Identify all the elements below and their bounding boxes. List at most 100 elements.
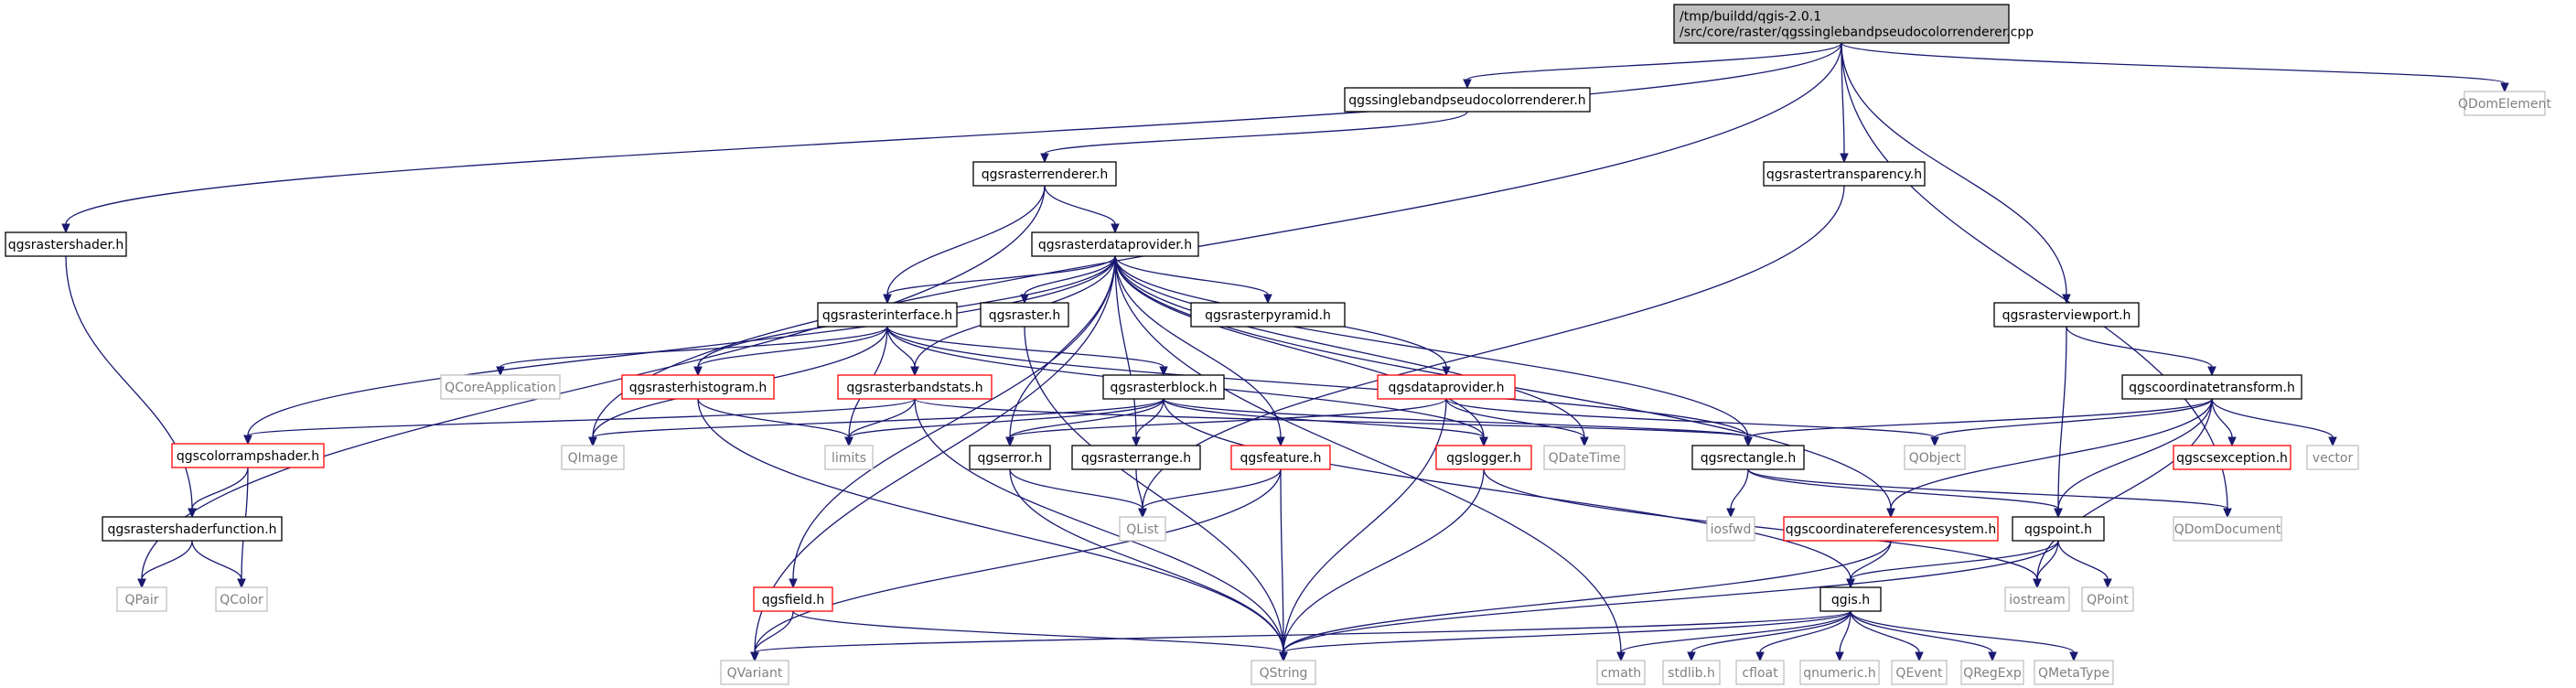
node-qobject: QObject	[1904, 445, 1966, 470]
edge-line	[1163, 398, 1852, 580]
node-label: limits	[832, 451, 866, 466]
edge-line	[1283, 540, 1892, 653]
edge-line	[1142, 468, 1282, 510]
edge-line	[2036, 398, 2213, 580]
edge-arrowhead	[1159, 366, 1168, 377]
edge-qgsrasterblock_h-to-qgsrasterrange_h	[1132, 398, 1165, 447]
edge-line	[1445, 398, 1585, 438]
edge-arrowhead	[844, 436, 853, 447]
node-qgserror-h[interactable]: qgserror.h	[969, 445, 1051, 470]
edge-line	[1466, 42, 1842, 81]
node-iostream: iostream	[2004, 586, 2070, 612]
node-qgslogger-h[interactable]: qgslogger.h	[1435, 445, 1532, 470]
node-box	[1691, 445, 1805, 470]
node-qgssinglebandpseudocolorrenderer-h[interactable]: qgssinglebandpseudocolorrenderer.h	[1344, 87, 1591, 113]
node-qgsfeature-h[interactable]: qgsfeature.h	[1230, 445, 1331, 470]
edge-arrowhead	[1138, 508, 1147, 519]
node-box	[1904, 445, 1966, 470]
node-label: QVariant	[727, 666, 783, 681]
node-qgsrasterrenderer-h[interactable]: qgsrasterrenderer.h	[972, 161, 1117, 187]
edge-qgsrasterhistogram_h-to-limits	[697, 398, 853, 447]
node-qgscoordinatetransform-h[interactable]: qgscoordinatetransform.h	[2121, 374, 2302, 400]
node-label: qgis.h	[1831, 593, 1870, 607]
node-qgspoint-h[interactable]: qgspoint.h	[2012, 516, 2105, 542]
edge-line	[1009, 398, 1165, 438]
edge-qgsrasterbandstats_h-to-qgscolorrampshader_h	[243, 398, 916, 446]
edge-arrowhead	[243, 435, 252, 446]
edge-line	[1114, 255, 1269, 296]
edge-qgspoint_h-to-qstring	[1279, 540, 2059, 662]
node-vector: vector	[2306, 445, 2359, 470]
node-qgsrasterhistogram-h[interactable]: qgsrasterhistogram.h	[621, 374, 775, 400]
node-qgsrasterpyramid-h[interactable]: qgsrasterpyramid.h	[1190, 302, 1346, 328]
edge-qgssinglebandpseudocolorrenderer_h-to-qgsrasterrenderer_h	[1040, 111, 1468, 164]
edge-arrowhead	[1005, 436, 1014, 447]
edge-line	[2211, 398, 2334, 438]
node-qgsrastertransparency-h[interactable]: qgsrastertransparency.h	[1763, 161, 1926, 187]
edge-arrowhead	[1840, 153, 1849, 164]
node-box	[837, 374, 993, 400]
edge-line	[1445, 398, 1936, 438]
edge-line	[1283, 540, 2059, 653]
edge-line	[1850, 610, 2075, 653]
edge-qgis_h-to-qregexp	[1850, 610, 1997, 662]
node-label: qgslogger.h	[1446, 451, 1521, 466]
node-box	[1993, 302, 2140, 328]
edge-line	[754, 610, 794, 653]
node-box	[2173, 445, 2292, 470]
node-qgsrasterdataprovider-h[interactable]: qgsrasterdataprovider.h	[1031, 231, 1199, 257]
edge-qgsrasterviewport_h-to-qgscoordinatetransform_h	[2066, 326, 2216, 377]
node-qgis-h[interactable]: qgis.h	[1819, 586, 1882, 612]
edge-arrowhead	[1616, 651, 1626, 662]
node-box	[2012, 516, 2105, 542]
node-qpair: QPair	[116, 586, 167, 612]
node-qgsfield-h[interactable]: qgsfield.h	[753, 586, 833, 612]
node-box	[2121, 374, 2302, 400]
node-qgsrastershaderfunction-h[interactable]: qgsrastershaderfunction.h	[102, 516, 283, 542]
edge-line	[247, 398, 916, 436]
node-box	[2306, 445, 2359, 470]
node-qgscoordinatereferencesystem-h[interactable]: qgscoordinatereferencesystem.h	[1783, 516, 1999, 542]
edge-arrowhead	[1479, 436, 1488, 447]
node-box	[1377, 374, 1516, 400]
edges-layer	[61, 42, 2509, 662]
edge-qgsrasterrenderer_h-to-qgsrasterinterface_h	[883, 185, 1046, 305]
node-label: /src/core/raster/qgssinglebandpseudocolo…	[1680, 26, 2034, 40]
node-box	[215, 586, 268, 612]
node-label: QDomDocument	[2174, 522, 2281, 537]
node-qgsrasterblock-h[interactable]: qgsrasterblock.h	[1102, 374, 1225, 400]
node-qgsrasterinterface-h[interactable]: qgsrasterinterface.h	[817, 302, 958, 328]
edge-qgsrasterdataprovider_h-to-qgsfield_h	[789, 255, 1116, 589]
node-qevent: QEvent	[1891, 660, 1948, 685]
edge-line	[191, 467, 249, 510]
edge-qgsrasterinterface_h-to-qgsrasterblock_h	[886, 326, 1168, 377]
edge-line	[848, 398, 916, 438]
node-label: qgsrastershaderfunction.h	[107, 522, 276, 537]
edge-qgis_h-to-stdlib_h	[1687, 610, 1852, 662]
node-root[interactable]: /tmp/buildd/qgis-2.0.1/src/core/raster/q…	[1673, 4, 2034, 44]
node-qpoint: QPoint	[2081, 586, 2134, 612]
node-qgsrasterviewport-h[interactable]: qgsrasterviewport.h	[1993, 302, 2140, 328]
edge-line	[65, 255, 193, 510]
node-box	[2081, 586, 2134, 612]
edge-arrowhead	[750, 651, 759, 662]
edge-qgsrasterbandstats_h-to-qstring	[914, 398, 1288, 662]
node-qgscolorrampshader-h[interactable]: qgscolorrampshader.h	[171, 443, 325, 468]
edge-qgsdataprovider_h-to-qdatetime	[1445, 398, 1589, 447]
edge-qgsrasterinterface_h-to-qgsrasterbandstats_h	[886, 326, 919, 377]
node-qgsrectangle-h[interactable]: qgsrectangle.h	[1691, 445, 1805, 470]
node-label: qgserror.h	[978, 451, 1043, 466]
node-box	[621, 374, 775, 400]
node-qgsrasterbandstats-h[interactable]: qgsrasterbandstats.h	[837, 374, 993, 400]
node-qgscsexception-h[interactable]: qgscsexception.h	[2173, 445, 2292, 470]
edge-qgsrasterinterface_h-to-qgsrasterhistogram_h	[693, 326, 888, 377]
node-qgsraster-h[interactable]: qgsraster.h	[980, 302, 1069, 328]
node-qgsrastershader-h[interactable]: qgsrastershader.h	[5, 231, 127, 257]
node-qgsrasterrange-h[interactable]: qgsrasterrange.h	[1071, 445, 1201, 470]
node-qgsdataprovider-h[interactable]: qgsdataprovider.h	[1377, 374, 1516, 400]
edge-arrowhead	[2103, 578, 2112, 589]
edge-line	[141, 185, 1046, 580]
edge-line	[1839, 610, 1852, 653]
edge-qgspoint_h-to-qpoint	[2057, 540, 2112, 589]
edge-root-to-qgsrastershader_h	[61, 42, 1842, 234]
